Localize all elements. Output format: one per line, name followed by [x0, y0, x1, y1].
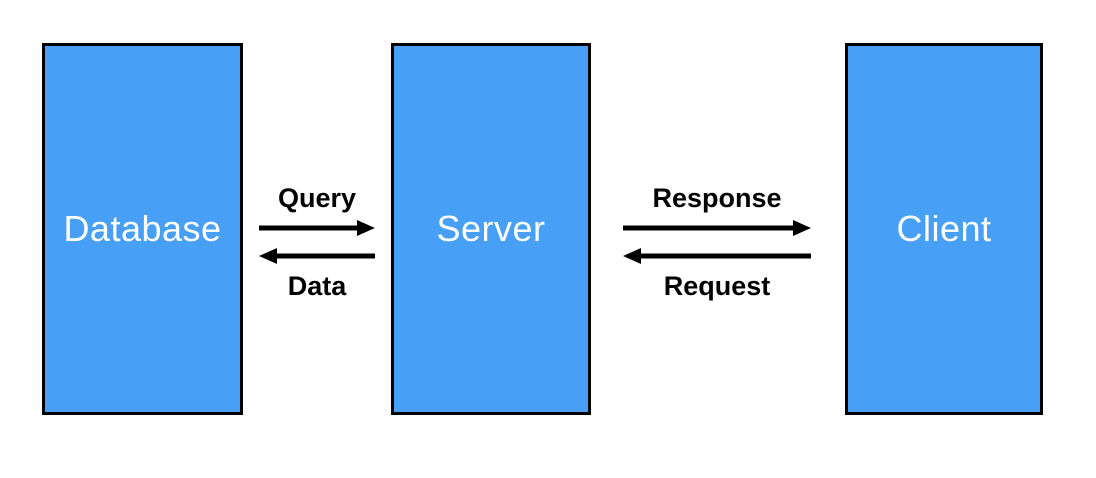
query-label: Query — [277, 183, 357, 213]
data-arrow-left-icon — [259, 248, 375, 264]
node-database-label: Database — [63, 208, 222, 249]
response-label: Response — [652, 183, 782, 213]
connector-server-client: Response Request — [623, 180, 811, 304]
query-arrow-right-icon — [259, 220, 375, 236]
node-server: Server — [391, 43, 591, 415]
connector-database-server: Query Data — [259, 180, 375, 304]
node-client: Client — [845, 43, 1043, 415]
response-arrow-right-icon — [623, 220, 811, 236]
node-client-label: Client — [896, 208, 992, 249]
request-label: Request — [663, 271, 771, 301]
data-label: Data — [287, 271, 347, 301]
node-server-label: Server — [436, 208, 546, 249]
request-arrow-left-icon — [623, 248, 811, 264]
node-database: Database — [42, 43, 243, 415]
